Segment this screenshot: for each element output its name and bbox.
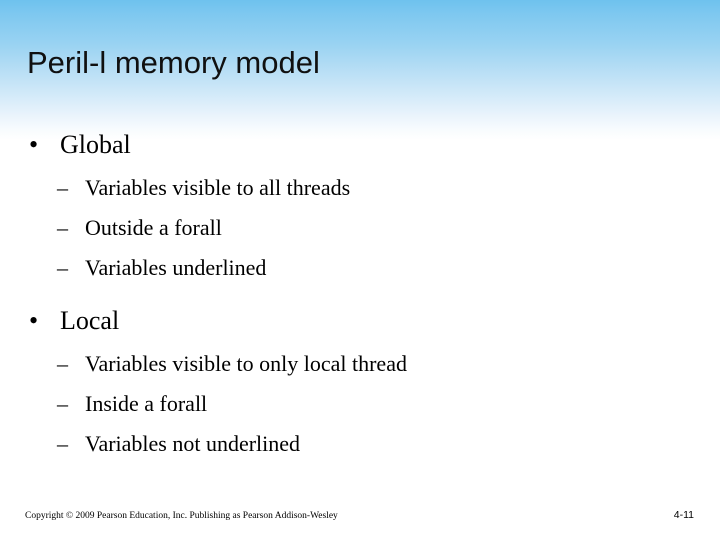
sub-bullet-group-global: – Variables visible to all threads – Out… [0,168,720,288]
bullet-level2-item: – Variables underlined [0,248,720,288]
bullet-level2-label: Outside a forall [85,215,222,240]
slide-title: Peril-l memory model [27,45,320,80]
section-spacer [0,292,720,304]
bullet-level2-label: Variables not underlined [85,431,301,456]
footer-copyright: Copyright © 2009 Pearson Education, Inc.… [25,511,338,521]
sky-gradient-banner [0,0,720,140]
bullet-level2-item: – Variables visible to all threads [0,168,720,208]
bullet-level2-item: – Outside a forall [0,208,720,248]
footer-page-number: 4-11 [673,509,694,521]
bullet-level2-label: Variables visible to all threads [85,175,351,200]
bullet-level1-label: Global [60,130,131,159]
dash-icon: – [57,215,68,240]
dash-icon: – [57,391,68,416]
bullet-level2-item: – Variables visible to only local thread [0,344,720,384]
bullet-level1-local: • Local [0,304,720,338]
bullet-level1-label: Local [60,306,120,335]
bullet-level2-label: Variables visible to only local thread [85,351,407,376]
bullet-dot-icon: • [29,306,39,335]
dash-icon: – [57,351,68,376]
bullet-dot-icon: • [29,130,39,159]
bullet-level2-label: Variables underlined [85,255,267,280]
dash-icon: – [57,175,68,200]
dash-icon: – [57,255,68,280]
bullet-level2-item: – Variables not underlined [0,424,720,464]
slide-body: • Global – Variables visible to all thre… [0,128,720,468]
dash-icon: – [57,431,68,456]
sub-bullet-group-local: – Variables visible to only local thread… [0,344,720,464]
bullet-level2-label: Inside a forall [85,391,208,416]
bullet-level1-global: • Global [0,128,720,162]
bullet-level2-item: – Inside a forall [0,384,720,424]
